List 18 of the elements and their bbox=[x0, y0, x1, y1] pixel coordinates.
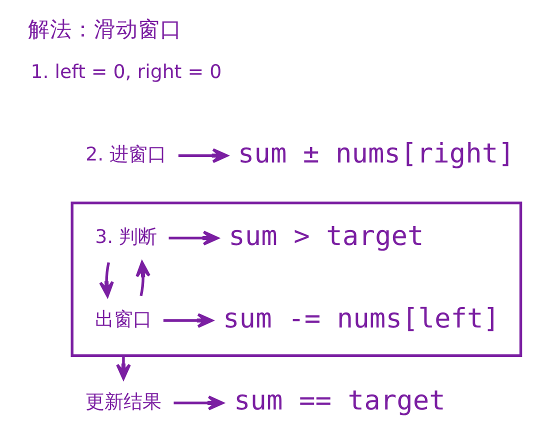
arrow bbox=[98, 262, 114, 298]
node-text: 出窗口 bbox=[94, 308, 152, 331]
arrow bbox=[162, 313, 213, 328]
label: 1. left = 0, right = 0 bbox=[30, 61, 222, 84]
arrow bbox=[168, 230, 218, 246]
arrow bbox=[135, 261, 150, 296]
node-text: sum > target bbox=[228, 220, 424, 252]
arrow bbox=[116, 356, 130, 380]
diagram-title: 解法：滑动窗口 bbox=[28, 17, 182, 42]
arrow bbox=[173, 396, 224, 410]
node-text: 更新结果 bbox=[84, 390, 161, 413]
node-text: sum ± nums[right] bbox=[237, 138, 514, 170]
node-text: 3. 判断 bbox=[94, 226, 157, 248]
arrow bbox=[178, 148, 228, 164]
cluster bbox=[70, 202, 522, 357]
node-text: sum -= nums[left] bbox=[222, 303, 500, 334]
node-text: 2. 进窗口 bbox=[85, 144, 166, 166]
node-text: sum == target bbox=[233, 386, 445, 417]
